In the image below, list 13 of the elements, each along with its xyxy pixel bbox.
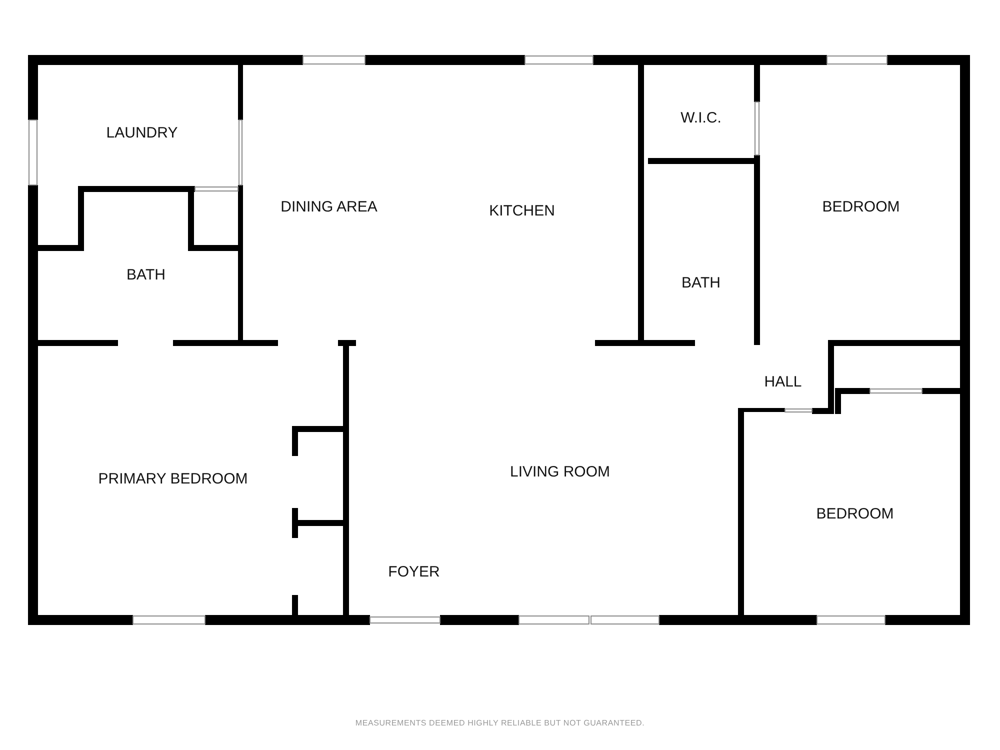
room-label: PRIMARY BEDROOM <box>98 470 248 488</box>
room-label: DINING AREA <box>280 198 378 216</box>
room-label: BEDROOM <box>822 198 900 216</box>
room-label: BATH <box>682 274 720 292</box>
room-label: LAUNDRY <box>106 124 178 142</box>
room-label: BATH <box>126 266 166 284</box>
room-label: W.I.C. <box>680 110 722 126</box>
disclaimer-note: MEASUREMENTS DEEMED HIGHLY RELIABLE BUT NOT GUARANTEED. <box>355 718 645 728</box>
room-label: BEDROOM <box>816 506 894 522</box>
room-label: FOYER <box>388 564 440 580</box>
room-label: LIVING ROOM <box>510 464 610 480</box>
room-label: KITCHEN <box>489 202 555 220</box>
room-label: HALL <box>764 374 802 390</box>
